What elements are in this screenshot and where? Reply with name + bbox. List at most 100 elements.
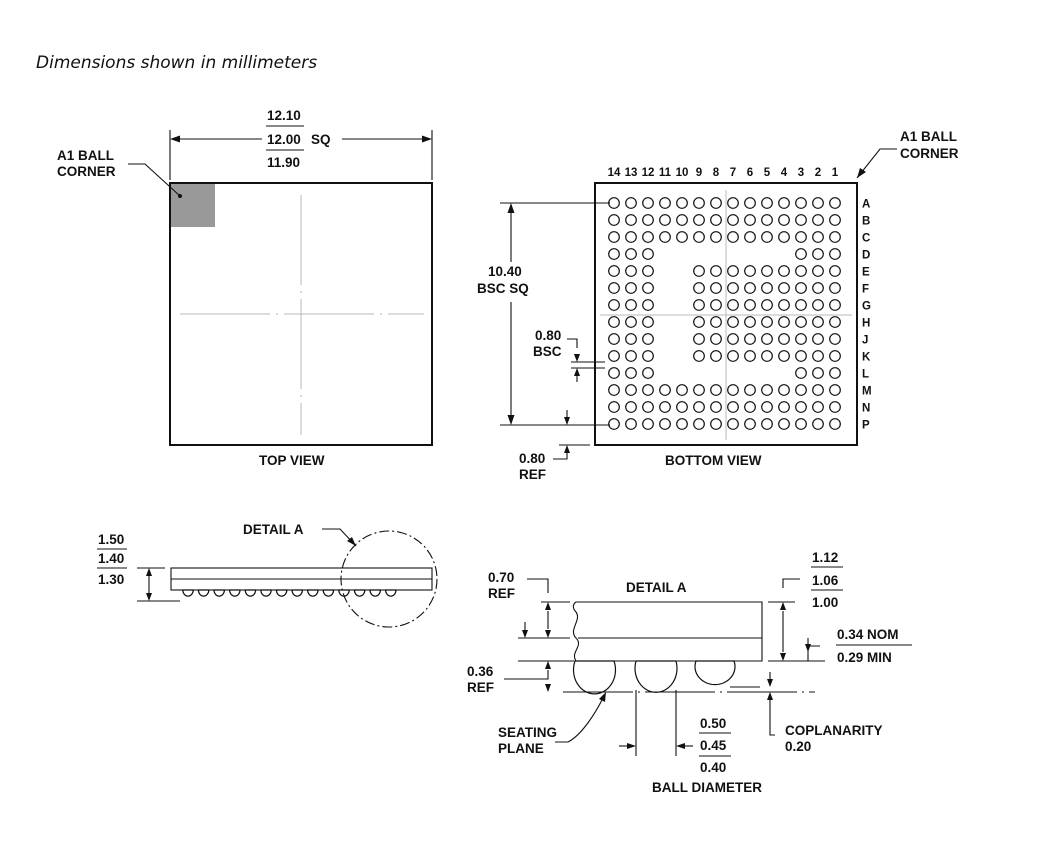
units-caption: Dimensions shown in millimeters [36,53,317,73]
seating-plane-leader [555,697,604,743]
ball-K5 [761,350,773,362]
ball-C3 [795,231,807,243]
ball-J7 [727,333,739,345]
side-ball-8 [275,589,288,597]
ball-dia-nom: 0.45 [700,738,727,753]
column-label: 11 [659,167,672,179]
side-ball-3 [353,589,366,597]
ball-M14 [608,384,620,396]
ball-C13 [625,231,637,243]
ball-F5 [761,282,773,294]
ball-A12 [642,197,654,209]
width-arrow-left [170,135,180,143]
ball-D1 [829,248,841,260]
ball-B7 [727,214,739,226]
ball-F1 [829,282,841,294]
detail-body [572,601,763,662]
ball-P4 [778,418,790,430]
side-ball-5 [322,589,335,597]
ball-N5 [761,401,773,413]
column-label: 1 [832,167,839,179]
ball-C2 [812,231,824,243]
substrate-thk-leader [807,645,820,661]
ball-B2 [812,214,824,226]
height-nom: 1.40 [98,551,124,566]
width-sq: SQ [311,132,331,147]
ball-G2 [812,299,824,311]
ball-K1 [829,350,841,362]
ball-B12 [642,214,654,226]
ball-P11 [659,418,671,430]
ball-C8 [710,231,722,243]
ball-N14 [608,401,620,413]
substrate-nom: 0.34 NOM [837,627,899,642]
a1-label-top-line2: CORNER [57,164,116,179]
ball-P10 [676,418,688,430]
ball-E8 [710,265,722,277]
ball-C1 [829,231,841,243]
substrate-min: 0.29 MIN [837,650,892,665]
ball-E3 [795,265,807,277]
edge-label: REF [519,467,546,482]
ball-J2 [812,333,824,345]
row-label: P [862,420,870,432]
width-arrow-right [422,135,432,143]
ball-G12 [642,299,654,311]
ball-K14 [608,350,620,362]
ball-E12 [642,265,654,277]
ball-B1 [829,214,841,226]
ball-H7 [727,316,739,328]
column-label: 9 [696,167,702,179]
ball-A7 [727,197,739,209]
span-arrow-bottom [507,415,515,425]
ball-A3 [795,197,807,209]
ball-F2 [812,282,824,294]
ball-K8 [710,350,722,362]
ball-P13 [625,418,637,430]
ball-B3 [795,214,807,226]
edge-leader [553,453,568,460]
ball-J4 [778,333,790,345]
row-label: L [862,369,869,381]
ball-L13 [625,367,637,379]
ball-M10 [676,384,688,396]
ball-D2 [812,248,824,260]
ball-B13 [625,214,637,226]
ball-N10 [676,401,688,413]
ball-K4 [778,350,790,362]
height-arrow-bottom [146,593,152,601]
height-min: 1.30 [98,572,124,587]
ball-N7 [727,401,739,413]
side-ball-1 [384,589,397,597]
ball-P3 [795,418,807,430]
ball-K3 [795,350,807,362]
ball-H12 [642,316,654,328]
ball-L14 [608,367,620,379]
ball-A8 [710,197,722,209]
ball-A13 [625,197,637,209]
ball-M1 [829,384,841,396]
side-ball-2 [369,589,382,597]
thickness-min: 1.00 [812,595,838,610]
a1-leader-top [128,163,181,197]
standoff-arrow-bottom [545,684,551,692]
ball-A6 [744,197,756,209]
ball-B6 [744,214,756,226]
ball-C5 [761,231,773,243]
standoff-value: 0.36 [467,664,494,679]
ball-F9 [693,282,705,294]
ball-P12 [642,418,654,430]
a1-leader-dot [178,194,182,198]
ball-F12 [642,282,654,294]
row-label: K [862,352,871,364]
ball-B11 [659,214,671,226]
ball-M3 [795,384,807,396]
coplanarity-label: COPLANARITY [785,723,883,738]
ball-H13 [625,316,637,328]
ball-F4 [778,282,790,294]
bottom-view-body [594,182,858,446]
body-ref-value: 0.70 [488,570,514,585]
ball-M6 [744,384,756,396]
pitch-value: 0.80 [535,328,561,343]
